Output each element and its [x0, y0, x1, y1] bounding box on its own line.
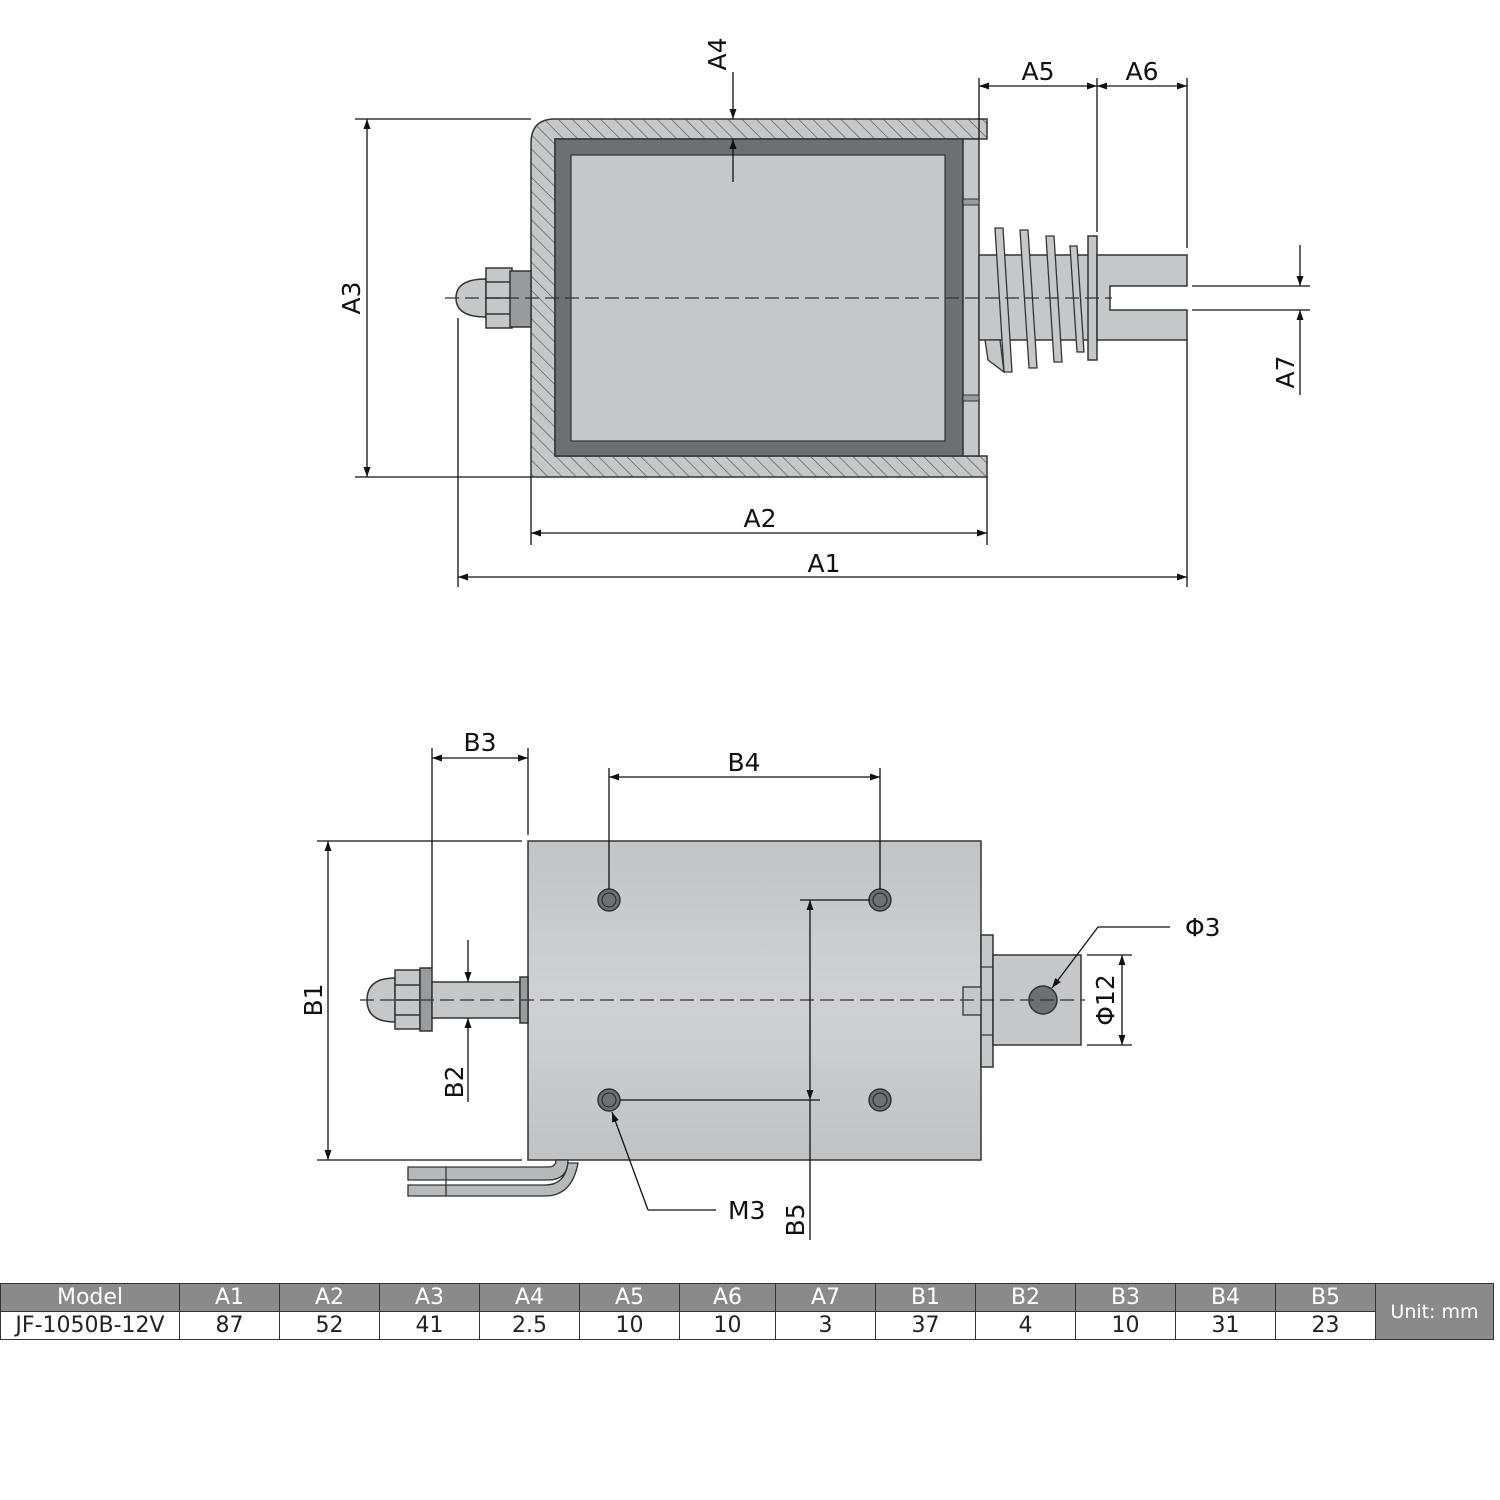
spec-value-row: JF-1050B-12V 87 52 41 2.5 10 10 3 37 4 1…	[0, 1311, 1494, 1340]
value-cell: 4	[975, 1311, 1076, 1340]
label-b5: B5	[781, 1203, 810, 1236]
header-cell: B2	[975, 1283, 1076, 1312]
value-cell: 52	[279, 1311, 380, 1340]
header-cell: B5	[1275, 1283, 1376, 1312]
mount-hole	[597, 1088, 621, 1112]
label-a3: A3	[337, 281, 366, 314]
spec-table: Model A1 A2 A3 A4 A5 A6 A7 B1 B2 B3 B4 B…	[0, 1283, 1494, 1340]
dimension-labels: A1 A2 A3 A4 A5 A6 A7 B1 B2 B3 B4 B5 M3 Φ…	[299, 37, 1300, 1236]
plunger-stub	[962, 986, 982, 1016]
header-cell: A2	[279, 1283, 380, 1312]
front-flange	[980, 934, 994, 1068]
value-cell: 10	[1075, 1311, 1176, 1340]
header-cell: B3	[1075, 1283, 1176, 1312]
section-dimensions	[355, 72, 1310, 587]
value-cell: 31	[1175, 1311, 1276, 1340]
header-cell: A7	[775, 1283, 876, 1312]
value-cell: 87	[179, 1311, 280, 1340]
spec-header-row: Model A1 A2 A3 A4 A5 A6 A7 B1 B2 B3 B4 B…	[0, 1283, 1494, 1340]
end-plate-notch-top	[962, 198, 980, 206]
top-view	[360, 840, 1085, 1197]
lead-wires	[407, 1159, 579, 1197]
value-cell: 41	[379, 1311, 480, 1340]
label-a2: A2	[743, 504, 776, 533]
header-cell: A1	[179, 1283, 280, 1312]
value-cell: 3	[775, 1311, 876, 1340]
mount-hole	[868, 1088, 892, 1112]
return-spring	[984, 227, 1085, 374]
label-a7: A7	[1271, 355, 1300, 388]
label-a6: A6	[1125, 57, 1158, 86]
label-b4: B4	[727, 748, 760, 777]
header-cell: A5	[579, 1283, 680, 1312]
label-a1: A1	[807, 549, 840, 578]
label-a5: A5	[1021, 57, 1054, 86]
mounting-holes	[597, 888, 892, 1112]
unit-cell: Unit: mm	[1375, 1283, 1494, 1340]
label-b1: B1	[299, 983, 328, 1016]
end-plate-notch-bottom	[962, 394, 980, 402]
header-cell: B4	[1175, 1283, 1276, 1312]
value-cell: 10	[679, 1311, 776, 1340]
top-view-dimensions	[317, 748, 1170, 1240]
mount-hole	[597, 888, 621, 912]
header-cell: Model	[0, 1283, 180, 1312]
header-cell: B1	[875, 1283, 976, 1312]
value-cell: JF-1050B-12V	[0, 1311, 180, 1340]
value-cell: 10	[579, 1311, 680, 1340]
mount-hole	[868, 888, 892, 912]
header-cell: A3	[379, 1283, 480, 1312]
value-cell: 23	[1275, 1311, 1376, 1340]
label-b2: B2	[440, 1065, 469, 1098]
label-phi12: Φ12	[1091, 974, 1120, 1026]
header-cell: A4	[479, 1283, 580, 1312]
value-cell: 2.5	[479, 1311, 580, 1340]
section-view	[445, 118, 1188, 478]
header-cell: A6	[679, 1283, 776, 1312]
label-m3: M3	[728, 1196, 765, 1225]
label-a4: A4	[703, 37, 732, 70]
label-phi3: Φ3	[1185, 913, 1221, 942]
plunger-tip-slotted	[1096, 254, 1188, 341]
label-b3: B3	[463, 728, 496, 757]
value-cell: 37	[875, 1311, 976, 1340]
